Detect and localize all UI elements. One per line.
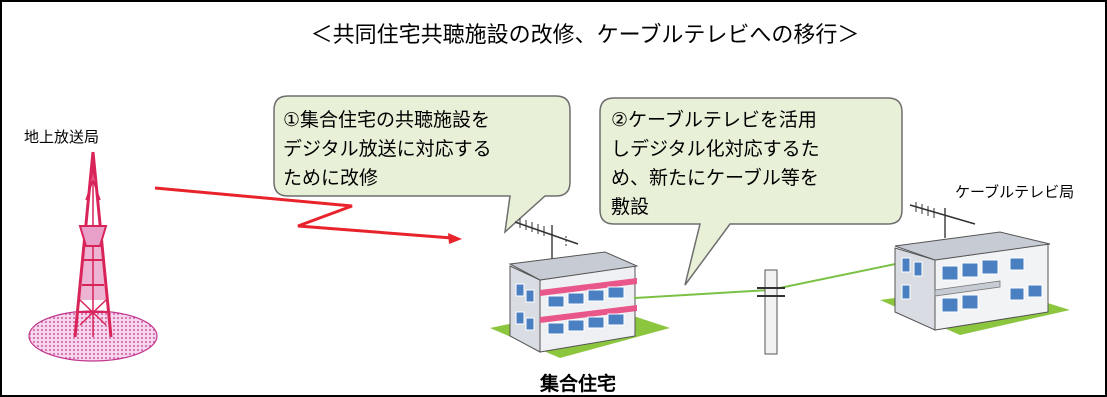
callout-2-line-4: 敷設 bbox=[611, 196, 649, 218]
callout-2: ②ケーブルテレビを活用 しデジタル化対応するた め、新たにケーブル等を 敷設 bbox=[599, 97, 903, 286]
broadcast-signal bbox=[154, 186, 462, 244]
tv-antenna-icon bbox=[514, 218, 579, 262]
utility-pole-icon bbox=[757, 269, 785, 355]
cable-station-label: ケーブルテレビ局 bbox=[955, 183, 1074, 201]
callout-1: ①集合住宅の共聴施設を デジタル放送に対応する ために改修 bbox=[273, 95, 571, 234]
callout-1-line-2: デジタル放送に対応する bbox=[283, 138, 492, 160]
apartment-building-icon bbox=[490, 218, 670, 358]
broadcast-tower-icon bbox=[28, 151, 158, 362]
cable-station-building-icon bbox=[880, 202, 1070, 335]
callout-1-line-3: ために改修 bbox=[283, 167, 378, 189]
callout-2-line-2: しデジタル化対応するた bbox=[611, 138, 820, 160]
callout-1-line-1: ①集合住宅の共聴施設を bbox=[283, 109, 490, 131]
apartment-label: 集合住宅 bbox=[539, 372, 616, 395]
diagram-title: ＜共同住宅共聴施設の改修、ケーブルテレビへの移行＞ bbox=[311, 23, 860, 48]
station-label: 地上放送局 bbox=[24, 128, 99, 146]
callout-2-line-3: め、新たにケーブル等を bbox=[611, 166, 819, 189]
callout-2-line-1: ②ケーブルテレビを活用 bbox=[611, 108, 817, 131]
